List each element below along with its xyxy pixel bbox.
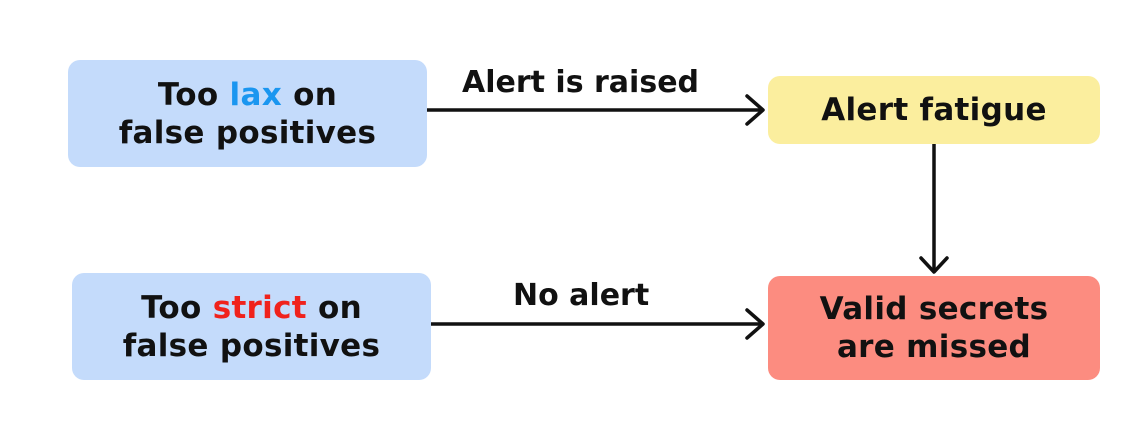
- edge-fatigue-to-missed: [919, 142, 949, 274]
- node-secrets-missed-line1: Valid secrets: [819, 291, 1049, 327]
- edge-no-alert-arrowhead: [745, 308, 765, 340]
- node-too-strict: Too strict on false positives: [72, 273, 431, 380]
- node-too-lax-prefix: Too: [157, 76, 230, 113]
- edge-label-no-alert: No alert: [513, 278, 650, 313]
- node-secrets-missed: Valid secrets are missed: [768, 276, 1100, 380]
- node-too-lax-line1: Too lax on: [119, 76, 377, 114]
- keyword-lax: lax: [229, 76, 282, 113]
- edge-alert-raised: [425, 94, 765, 126]
- node-too-lax: Too lax on false positives: [68, 60, 427, 167]
- node-too-lax-line2: false positives: [118, 114, 377, 151]
- edge-fatigue-to-missed-arrowhead: [919, 256, 949, 274]
- edge-alert-raised-arrowhead: [745, 94, 765, 126]
- node-secrets-missed-line2: are missed: [836, 329, 1032, 365]
- keyword-strict: strict: [212, 289, 307, 326]
- node-alert-fatigue: Alert fatigue: [768, 76, 1100, 144]
- node-too-strict-suffix: on: [306, 289, 362, 326]
- node-alert-fatigue-label: Alert fatigue: [821, 92, 1047, 128]
- node-too-strict-line1: Too strict on: [123, 289, 381, 327]
- node-too-strict-line2: false positives: [122, 327, 381, 364]
- edge-label-alert-raised: Alert is raised: [462, 65, 700, 100]
- node-too-lax-suffix: on: [282, 76, 338, 113]
- edge-no-alert: [429, 308, 765, 340]
- node-too-strict-prefix: Too: [141, 289, 213, 326]
